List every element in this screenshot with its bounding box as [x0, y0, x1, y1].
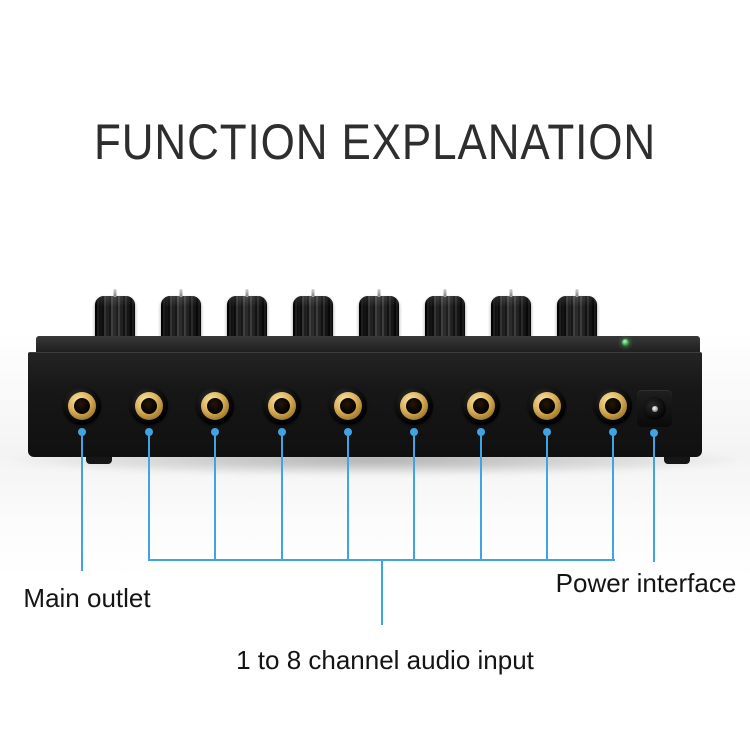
knob-shaft-pin: [443, 289, 447, 297]
power-jack-hole: [643, 397, 666, 420]
callout-dot-input-8: [609, 428, 617, 436]
main-outlet-label: Main outlet: [23, 583, 151, 613]
callout-dot-input-3: [278, 428, 286, 436]
jack-hole: [539, 398, 555, 414]
callout-line-input-4: [347, 429, 349, 559]
jack-hole: [340, 398, 356, 414]
jack-hole: [473, 398, 489, 414]
callout-line-input-7: [546, 429, 548, 559]
jack-gold-ring: [201, 392, 229, 420]
callout-line-power: [653, 431, 655, 562]
knob-shaft-pin: [311, 289, 315, 297]
channel-input-jack: [528, 387, 566, 425]
jack-hole: [406, 398, 422, 414]
channel-input-jack: [329, 387, 367, 425]
callout-line-input-2: [214, 429, 216, 559]
callout-line-input-8: [612, 429, 614, 559]
callout-dot-input-7: [543, 428, 551, 436]
device-foot-right: [664, 455, 690, 464]
callout-line-input-3: [281, 429, 283, 559]
callout-dot-input-4: [344, 428, 352, 436]
knob-shaft-pin: [179, 289, 183, 297]
jack-hole: [74, 398, 90, 414]
channel-input-jack: [196, 387, 234, 425]
jack-gold-ring: [467, 392, 495, 420]
page-title: FUNCTION EXPLANATION: [94, 114, 656, 170]
main-outlet-jack: [63, 387, 101, 425]
knob-shaft-pin: [377, 289, 381, 297]
jack-hole: [605, 398, 621, 414]
channel-input-jack: [395, 387, 433, 425]
jack-hole: [207, 398, 223, 414]
jack-gold-ring: [268, 392, 296, 420]
jack-hole: [274, 398, 290, 414]
callout-dot-power: [650, 429, 658, 437]
callout-dot-input-1: [145, 428, 153, 436]
jack-gold-ring: [68, 392, 96, 420]
jack-gold-ring: [533, 392, 561, 420]
callout-line-input-6: [480, 429, 482, 559]
knob-shaft-pin: [575, 289, 579, 297]
callout-dot-input-5: [410, 428, 418, 436]
callout-line-input-1: [148, 429, 150, 559]
jack-gold-ring: [599, 392, 627, 420]
power-jack: [637, 390, 672, 427]
channel-input-jack: [462, 387, 500, 425]
power-led-icon: [622, 339, 629, 346]
callout-line-input-5: [413, 429, 415, 559]
callout-line-bracket-stem: [381, 559, 383, 625]
power-jack-pin: [651, 405, 658, 412]
callout-dot-input-2: [211, 428, 219, 436]
channel-input-label: 1 to 8 channel audio input: [236, 645, 534, 675]
knob-shaft-pin: [113, 289, 117, 297]
channel-input-jack: [594, 387, 632, 425]
callout-dot-input-6: [477, 428, 485, 436]
device-top-panel: [36, 336, 700, 353]
callout-dot-main-outlet: [78, 428, 86, 436]
channel-input-jack: [130, 387, 168, 425]
device-foot-left: [86, 455, 112, 464]
jack-gold-ring: [334, 392, 362, 420]
power-interface-label: Power interface: [555, 568, 737, 598]
jack-gold-ring: [135, 392, 163, 420]
callout-line-main-outlet: [81, 429, 83, 571]
jack-hole: [141, 398, 157, 414]
jack-gold-ring: [400, 392, 428, 420]
channel-input-jack: [263, 387, 301, 425]
knob-shaft-pin: [509, 289, 513, 297]
knob-shaft-pin: [245, 289, 249, 297]
